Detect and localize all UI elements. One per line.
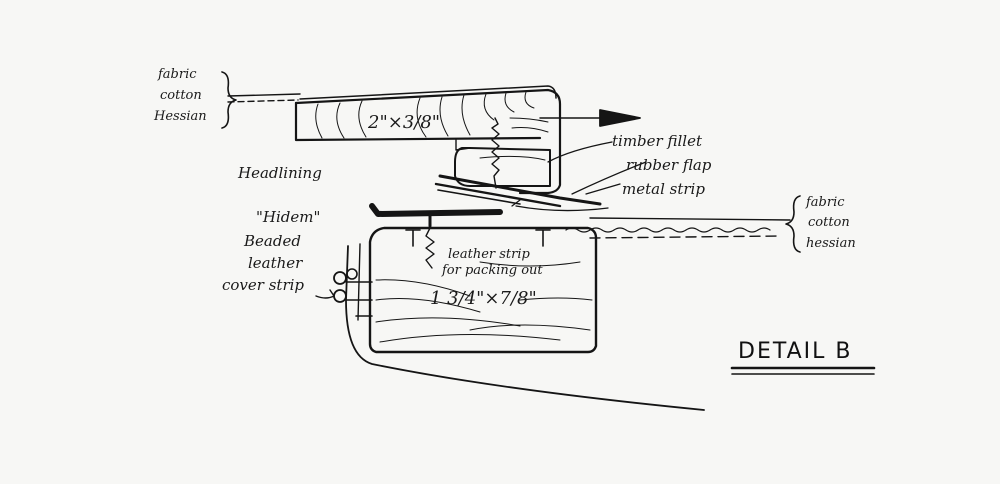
label-fabric-right: fabric cotton hessian: [805, 195, 856, 251]
label-metal-strip: metal strip: [622, 180, 705, 198]
label-leather-strip-line2: for packing out: [441, 263, 543, 278]
brace-left: [221, 71, 237, 129]
label-timber-fillet: timber fillet: [612, 132, 703, 150]
label-rubber-flap: rubber flap: [626, 156, 712, 174]
svg-text:"Hidem": "Hidem": [256, 208, 320, 226]
svg-text:cover strip: cover strip: [222, 276, 304, 294]
fabric-lines-right: [565, 217, 791, 239]
svg-text:Beaded: Beaded: [243, 232, 301, 250]
svg-text:for packing out: for packing out: [441, 263, 543, 278]
svg-text:cotton: cotton: [808, 215, 850, 230]
lower-timber: [368, 226, 598, 354]
label-hidem-line3: leather: [248, 254, 303, 272]
label-leather-strip-line1: leather strip: [448, 247, 531, 262]
label-dim-lower: 1 3/4"×7/8": [430, 288, 537, 309]
label-fabric-top-line3: Hessian: [153, 109, 207, 124]
leader-lines: [511, 141, 647, 207]
label-fabric-right-line2: cotton: [808, 215, 850, 230]
label-headlining: Headlining: [237, 164, 322, 182]
label-fabric-top: fabric cotton Hessian: [153, 67, 207, 124]
label-leather-strip: leather strip for packing out: [441, 247, 543, 278]
label-dim-upper: 2"×3/8": [367, 112, 440, 133]
label-hidem: "Hidem" Beaded leather cover strip: [222, 208, 320, 294]
beaded-cover-strip: [315, 268, 373, 317]
label-hidem-line4: cover strip: [222, 276, 304, 294]
svg-text:Hessian: Hessian: [153, 109, 207, 124]
svg-text:hessian: hessian: [806, 236, 856, 251]
brace-right: [785, 195, 801, 253]
detail-title-group: DETAIL B: [730, 339, 876, 375]
svg-text:leather strip: leather strip: [448, 247, 531, 262]
svg-text:leather: leather: [248, 254, 303, 272]
svg-text:fabric: fabric: [157, 67, 197, 82]
label-fabric-right-line3: hessian: [806, 236, 856, 251]
detail-title: DETAIL B: [738, 339, 852, 364]
svg-text:cotton: cotton: [160, 88, 202, 103]
fabric-lines-top: [227, 93, 641, 127]
z-metal-strip: [369, 203, 503, 228]
label-hidem-line1: "Hidem": [256, 208, 320, 226]
svg-text:fabric: fabric: [805, 195, 845, 210]
label-fabric-right-line1: fabric: [805, 195, 845, 210]
label-hidem-line2: Beaded: [243, 232, 301, 250]
upper-timber: [294, 85, 562, 195]
rubber-flap-metal-strip: [434, 174, 609, 212]
label-fabric-top-line1: fabric: [157, 67, 197, 82]
label-fabric-top-line2: cotton: [160, 88, 202, 103]
